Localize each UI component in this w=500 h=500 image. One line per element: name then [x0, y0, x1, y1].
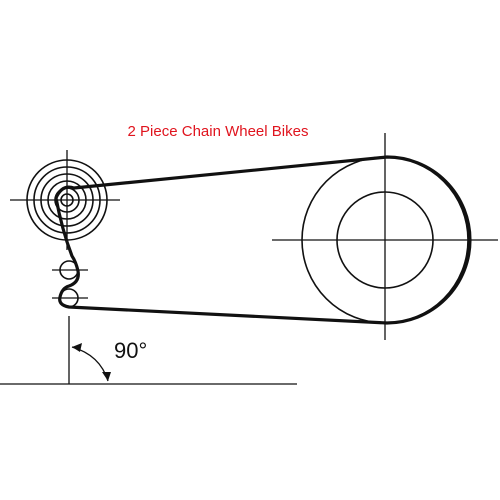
angle-arrowhead-bottom	[102, 372, 111, 381]
diagram-title: 2 Piece Chain Wheel Bikes	[128, 123, 309, 140]
chain-path	[54, 155, 472, 325]
right-angle-indicator	[71, 343, 111, 382]
angle-arc	[71, 346, 109, 382]
angle-label: 90°	[114, 338, 147, 363]
angle-arrowhead-top	[72, 343, 82, 352]
